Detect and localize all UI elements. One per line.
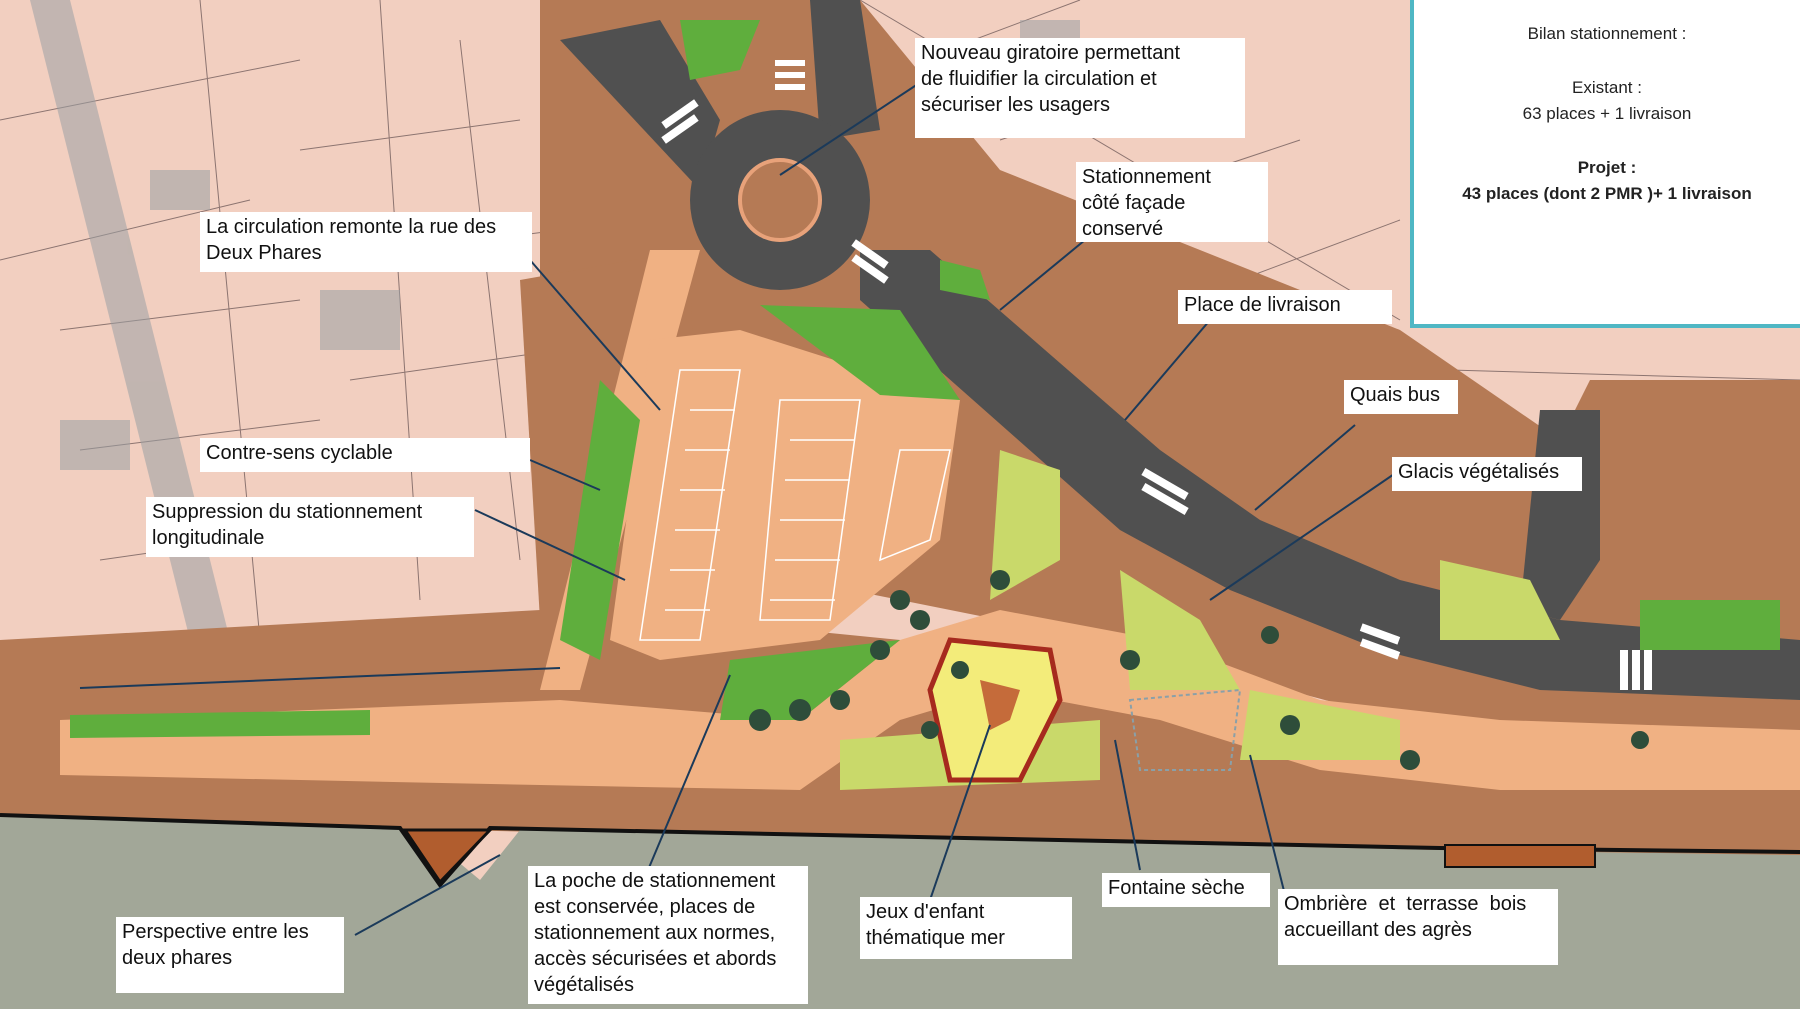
- label-line: thématique mer: [866, 927, 1005, 949]
- label-line: accueillant des agrès: [1284, 919, 1472, 941]
- label-jeux: Jeux d'enfant thématique mer: [860, 897, 1072, 959]
- label-line: La poche de stationnement: [534, 870, 776, 892]
- shade-terrace-beach: [1444, 844, 1596, 868]
- label-line: de fluidifier la circulation et: [921, 68, 1157, 90]
- label-line: Stationnement: [1082, 166, 1211, 188]
- label-suppression: Suppression du stationnement longitudina…: [146, 497, 474, 557]
- label-line: Quais bus: [1350, 384, 1441, 406]
- existing-label: Existant :: [1572, 78, 1642, 97]
- label-circulation: La circulation remonte la rue des Deux P…: [200, 212, 532, 272]
- dry-fountain: [1128, 688, 1242, 771]
- label-line: longitudinale: [152, 527, 265, 549]
- label-contre-sens: Contre-sens cyclable: [200, 438, 530, 472]
- parking-pocket: [610, 330, 960, 660]
- label-ombriere: Ombrière et terrasse bois accueillant de…: [1278, 889, 1558, 965]
- label-line: Deux Phares: [206, 242, 322, 264]
- label-line: végétalisés: [534, 974, 635, 996]
- label-line: deux phares: [122, 947, 233, 969]
- label-line: Contre-sens cyclable: [206, 442, 393, 464]
- pirate-ship: [980, 680, 1020, 730]
- label-giratoire: Nouveau giratoire permettant de fluidifi…: [915, 38, 1245, 138]
- label-line: La circulation remonte la rue des: [206, 216, 497, 238]
- label-line: Suppression du stationnement: [152, 501, 423, 523]
- label-line: Perspective entre les: [122, 921, 309, 943]
- parking-summary-panel: Bilan stationnement : Existant : 63 plac…: [1410, 0, 1800, 328]
- parking-bays: [639, 369, 951, 641]
- label-livraison: Place de livraison: [1178, 290, 1392, 324]
- label-line: Ombrière et terrasse bois: [1284, 893, 1527, 915]
- green-spaces: [70, 20, 1780, 738]
- roundabout-island: [738, 158, 822, 242]
- label-fontaine: Fontaine sèche: [1102, 873, 1270, 907]
- label-line: Jeux d'enfant: [866, 901, 985, 923]
- label-line: conservé: [1082, 218, 1164, 240]
- label-line: sécuriser les usagers: [921, 94, 1110, 116]
- label-perspective: Perspective entre les deux phares: [116, 917, 344, 993]
- trees: [749, 570, 1649, 770]
- existing-value: 63 places + 1 livraison: [1522, 104, 1692, 123]
- label-line: Place de livraison: [1184, 294, 1341, 316]
- label-line: Glacis végétalisés: [1398, 461, 1560, 483]
- label-line: Nouveau giratoire permettant: [921, 42, 1181, 64]
- leader-lines: [79, 79, 1401, 936]
- label-quais-bus: Quais bus: [1344, 380, 1458, 414]
- crosswalks: [661, 60, 1652, 690]
- project-value: 43 places (dont 2 PMR )+ 1 livraison: [1462, 184, 1752, 203]
- label-line: côté façade: [1082, 192, 1186, 214]
- label-line: stationnement aux normes,: [534, 922, 776, 944]
- label-line: accès sécurisées et abords: [534, 948, 777, 970]
- label-line: est conservée, places de: [534, 896, 756, 918]
- label-line: Fontaine sèche: [1108, 877, 1245, 899]
- project-label: Projet :: [1577, 158, 1637, 177]
- label-poche: La poche de stationnement est conservée,…: [528, 866, 808, 1004]
- label-glacis: Glacis végétalisés: [1392, 457, 1582, 491]
- lookout-platform: [402, 828, 494, 885]
- label-stationnement-facade: Stationnement côté façade conservé: [1076, 162, 1268, 242]
- summary-title: Bilan stationnement :: [1527, 24, 1687, 43]
